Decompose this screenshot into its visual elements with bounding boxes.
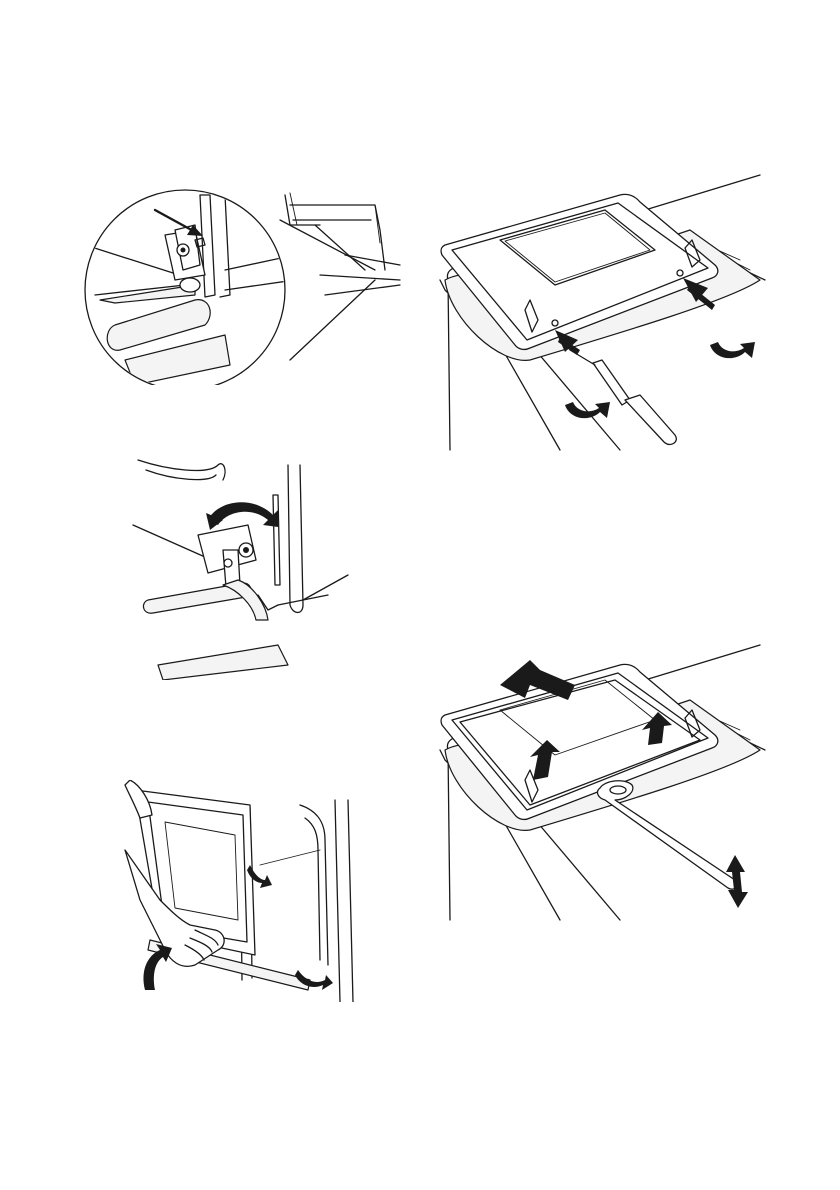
- door-removal-hands-figure: [120, 780, 360, 1002]
- door-unscrew-figure: [430, 170, 770, 455]
- hinge-closeup-figure: [75, 185, 410, 385]
- door-glass-lift-figure: [430, 640, 770, 925]
- hinge-lever-figure: [128, 455, 358, 680]
